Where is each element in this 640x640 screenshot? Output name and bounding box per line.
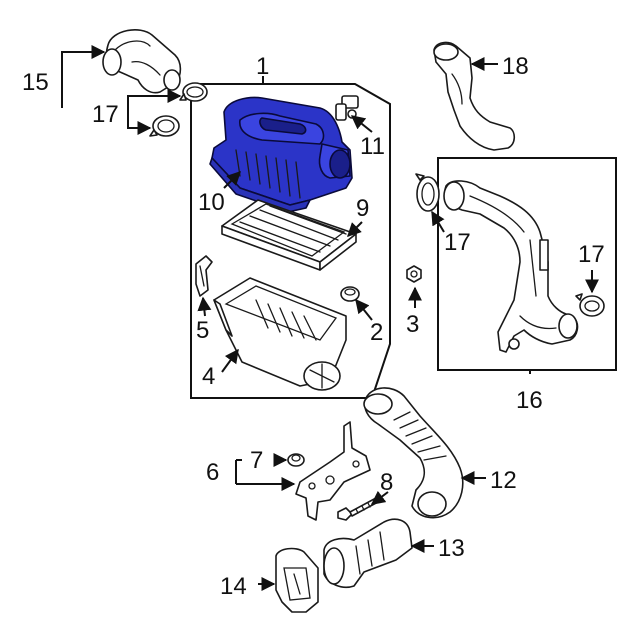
part-5-bracket[interactable]: [195, 255, 213, 297]
callout-6[interactable]: 6: [206, 459, 219, 486]
callout-17-upper-left[interactable]: 17: [92, 101, 119, 128]
part-6-bracket[interactable]: [295, 421, 371, 521]
assembly-1-box: [190, 83, 391, 399]
part-4-air-cleaner-box[interactable]: [213, 277, 347, 391]
part-8-bolt[interactable]: [337, 497, 379, 521]
leader-11: [350, 115, 373, 133]
leader-9: [347, 221, 363, 237]
part-18-tube[interactable]: [433, 41, 516, 151]
callout-3[interactable]: 3: [406, 311, 419, 338]
part-7-clip[interactable]: [287, 453, 305, 467]
leader-4: [221, 348, 239, 373]
leader-17-bottom: [127, 116, 152, 135]
part-12-intake-hose[interactable]: [363, 387, 464, 519]
callout-4[interactable]: 4: [202, 363, 215, 390]
callout-17-box-right[interactable]: 17: [578, 241, 605, 268]
callout-7[interactable]: 7: [250, 447, 263, 474]
callout-5[interactable]: 5: [196, 317, 209, 344]
callout-10[interactable]: 10: [198, 189, 225, 216]
part-14-resonator[interactable]: [275, 547, 319, 613]
part-17-clamp-upper[interactable]: [179, 82, 208, 102]
callout-1[interactable]: 1: [256, 53, 269, 80]
part-17-clamp-lower[interactable]: [149, 115, 180, 137]
callout-11[interactable]: 11: [360, 133, 385, 160]
callout-18[interactable]: 18: [502, 53, 529, 80]
callout-13[interactable]: 13: [438, 535, 465, 562]
leader-5: [197, 296, 212, 317]
part-2-grommet[interactable]: [340, 286, 360, 302]
callout-14[interactable]: 14: [220, 573, 247, 600]
callouts: 15 17 1 11 10 9 5 2 4 3 18 17 17 16 6 7 …: [22, 53, 605, 600]
leader-17-top: [127, 89, 182, 116]
part-3-nut[interactable]: [406, 265, 422, 283]
callout-17-box-left[interactable]: 17: [444, 229, 471, 256]
callout-15[interactable]: 15: [22, 69, 49, 96]
callout-9[interactable]: 9: [356, 195, 369, 222]
callout-2[interactable]: 2: [370, 319, 383, 346]
part-16-intake-tube-assembly[interactable]: [443, 180, 579, 353]
callout-12[interactable]: 12: [490, 467, 517, 494]
callout-16[interactable]: 16: [516, 387, 543, 414]
part-10-air-cleaner-cover[interactable]: [209, 96, 353, 213]
part-9-air-filter[interactable]: [221, 199, 357, 271]
leader-15-bracket: [61, 51, 100, 108]
leader-17-left: [431, 210, 445, 233]
part-11-sensor[interactable]: [335, 95, 359, 121]
leader-2: [355, 298, 373, 321]
part-13-duct[interactable]: [323, 518, 413, 589]
leader-8: [370, 490, 389, 505]
assembly-16-box: [437, 157, 617, 371]
part-17-clamp-left[interactable]: [415, 173, 440, 212]
part-15-intake-duct[interactable]: [102, 29, 182, 94]
leader-10: [223, 171, 241, 189]
leaders: [61, 45, 599, 591]
part-17-clamp-right[interactable]: [575, 293, 605, 317]
callout-8[interactable]: 8: [380, 469, 393, 496]
